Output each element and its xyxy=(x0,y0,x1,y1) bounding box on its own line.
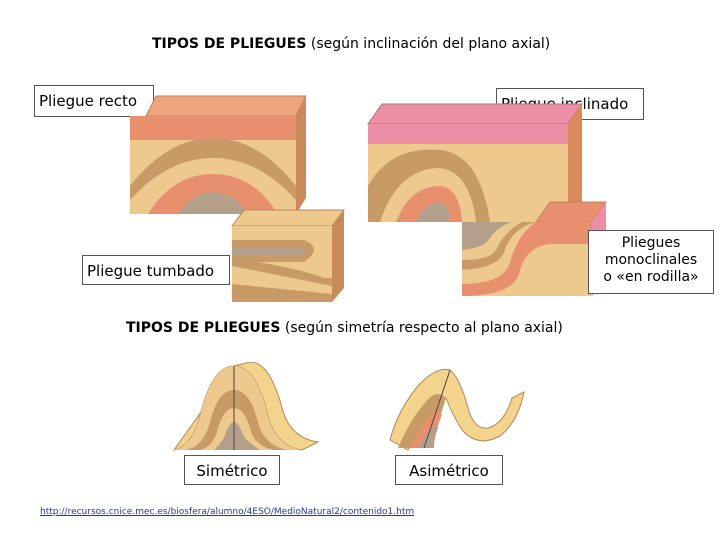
label-asimetrico: Asimétrico xyxy=(395,455,503,485)
fold-simetrico xyxy=(172,362,320,451)
block-pliegue-inclinado xyxy=(367,103,583,222)
label-monoclinal-line3: o «en rodilla» xyxy=(603,269,699,285)
label-monoclinal-line1: Pliegues xyxy=(621,235,681,251)
label-monoclinal-line2: monoclinales xyxy=(604,252,698,268)
heading-axial-bold: TIPOS DE PLIEGUES xyxy=(152,36,307,52)
label-pliegue-recto: Pliegue recto xyxy=(34,85,154,117)
label-simetrico: Simétrico xyxy=(184,455,280,485)
source-link[interactable]: http://recursos.cnice.mec.es/biosfera/al… xyxy=(40,507,415,517)
heading-axial-plane: TIPOS DE PLIEGUES (según inclinación del… xyxy=(152,36,550,52)
heading-axial-rest: (según inclinación del plano axial) xyxy=(306,36,551,52)
heading-symmetry-rest: (según simetría respecto al plano axial) xyxy=(280,320,563,336)
heading-symmetry: TIPOS DE PLIEGUES (según simetría respec… xyxy=(126,320,563,336)
block-pliegue-tumbado xyxy=(231,209,345,302)
block-pliegue-recto xyxy=(130,95,307,214)
heading-symmetry-bold: TIPOS DE PLIEGUES xyxy=(126,320,281,336)
label-pliegues-monoclinales: Pliegues monoclinales o «en rodilla» xyxy=(588,230,714,294)
block-pliegue-monoclinal xyxy=(462,201,607,296)
label-pliegue-tumbado: Pliegue tumbado xyxy=(82,255,230,285)
fold-asimetrico xyxy=(389,368,525,451)
